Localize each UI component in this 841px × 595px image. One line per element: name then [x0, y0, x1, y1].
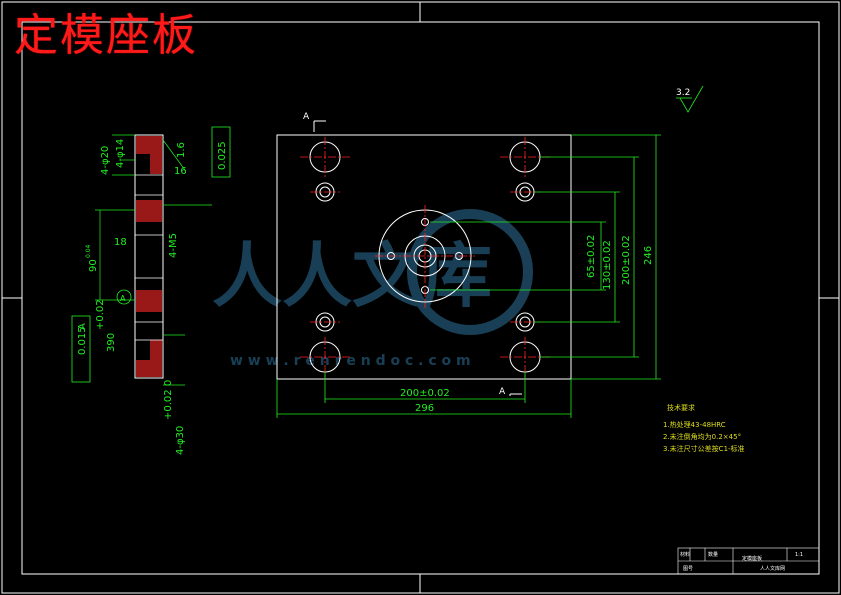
- datum-circle: [116, 289, 132, 305]
- hatch-4: [136, 290, 162, 312]
- hatch-5: [150, 340, 162, 360]
- section-markers: [313, 120, 522, 396]
- section-marker-top: A: [303, 112, 310, 122]
- hatch-3: [136, 200, 162, 222]
- datum-label: A: [120, 294, 126, 303]
- side-dim-90: 90: [88, 259, 99, 272]
- tb-company: 人人文库网: [760, 565, 785, 572]
- side-dim-4-d30: 4-φ30: [175, 426, 186, 455]
- side-dim-4-d30-tol: +0.02 0: [163, 380, 174, 420]
- dim-296: 296: [415, 403, 434, 414]
- center-lines: [300, 137, 550, 377]
- note-1: 1.热处理43-48HRC: [663, 420, 726, 429]
- watermark: 人人文库 w w w . r e n r e n d o c . c o m: [212, 209, 533, 369]
- tb-material: 材料: [680, 551, 690, 558]
- notes-heading: 技术要求: [667, 403, 695, 412]
- side-section-view: [71, 126, 231, 386]
- side-dim-390: 390: [106, 333, 117, 352]
- dim-200-horizontal: 200±0.02: [400, 388, 450, 399]
- title-block: [677, 547, 820, 575]
- dimension-lines: [276, 85, 704, 418]
- side-dim-1-6: 1.6: [176, 142, 187, 158]
- tb-scale: 1:1: [795, 552, 803, 558]
- dim-246: 246: [643, 246, 654, 265]
- side-dim-18: 18: [114, 237, 127, 248]
- hatch-1: [136, 136, 162, 154]
- dim-130-vertical: 130±0.02: [602, 240, 613, 290]
- page-title: 定模座板: [14, 10, 198, 61]
- gdt-flatness-frame: [211, 126, 231, 178]
- group-2: [95, 134, 212, 386]
- dl-19: [679, 85, 704, 113]
- side-dim-4-d14: 4-φ14: [115, 139, 126, 168]
- dim-65-vertical: 65±0.02: [586, 235, 597, 278]
- hatch-6: [136, 360, 162, 377]
- watermark-text: 人人文库: [212, 235, 492, 317]
- plate-outline: [276, 134, 572, 380]
- tb-name: 定模座板: [742, 555, 762, 562]
- note-2: 2.未注倒角均为0.2×45°: [663, 432, 741, 441]
- side-dim-16: 16: [174, 166, 187, 177]
- dim-200-vertical: 200±0.02: [621, 235, 632, 285]
- gdt-flatness-value: 0.025: [217, 141, 228, 170]
- side-dim-4-d20: 4-φ20: [100, 146, 111, 175]
- gdt-concentric-value: 0.015: [77, 326, 88, 355]
- side-hatching: [136, 136, 162, 377]
- group-1: [135, 174, 163, 341]
- side-dim-4-m5: 4-M5: [168, 233, 179, 258]
- watermark-url: w w w . r e n r e n d o c . c o m: [230, 353, 471, 369]
- side-outline: [134, 134, 164, 379]
- section-marker-bottom: A: [499, 387, 506, 397]
- watermark-ring: [407, 209, 533, 335]
- roughness-value: 3.2: [676, 88, 690, 98]
- gdt-concentric-frame: [71, 315, 91, 383]
- gdt-datum: A: [77, 323, 88, 330]
- tb-qty: 数量: [708, 551, 718, 558]
- side-dim-390-tol: +0.02: [95, 299, 106, 330]
- line-13: [162, 139, 186, 171]
- side-dim-90-tol: 0.04: [85, 244, 92, 258]
- note-3: 3.未注尺寸公差按C1-标准: [663, 444, 745, 453]
- hatch-2: [150, 154, 162, 174]
- tb-drawing-no: 图号: [683, 566, 693, 572]
